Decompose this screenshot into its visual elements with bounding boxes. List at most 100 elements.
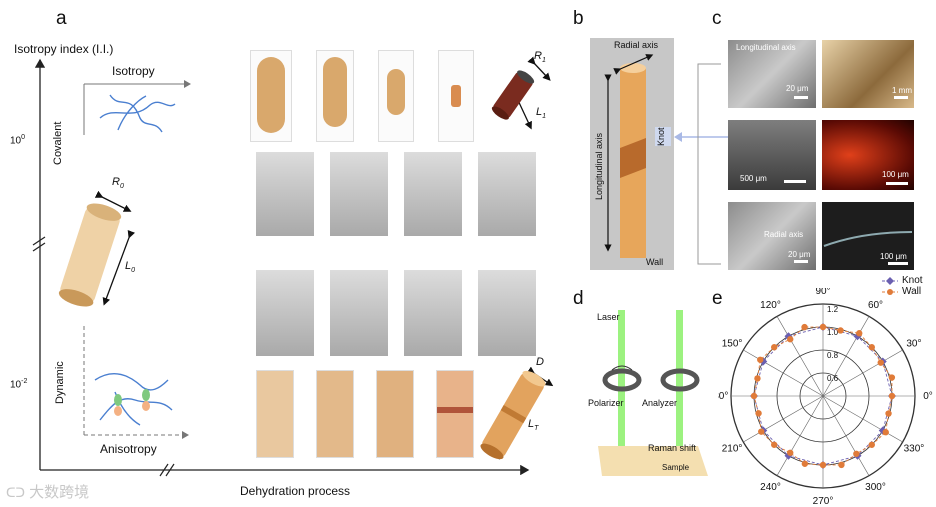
wall-data-point [755, 410, 762, 417]
grid-spoke [822, 349, 903, 397]
angle-tick-label: 180° [718, 391, 728, 402]
l0-label: L0 [125, 260, 136, 275]
hydrogel-stage2 [316, 50, 354, 142]
wall-data-point [885, 410, 892, 417]
legend-item-knot: Knot [882, 275, 923, 286]
angle-tick-label: 120° [760, 300, 781, 311]
c-radial-label: Radial axis [764, 230, 804, 239]
dynamic-label: Dynamic [54, 361, 66, 404]
b-radial-label: Radial axis [614, 40, 659, 50]
x-axis-label: Dehydration process [240, 484, 351, 498]
wall-data-point [819, 461, 827, 469]
polarized-wall: 100 μm [822, 202, 914, 270]
isotropy-label: Isotropy [112, 64, 155, 78]
wall-data-point [771, 344, 778, 351]
photo-a3 [404, 152, 462, 236]
wall-data-point [882, 429, 889, 436]
wall-data-point [868, 441, 875, 448]
angle-tick-label: 0° [923, 391, 933, 402]
panel-e-label: e [712, 288, 723, 309]
knot-data-point [784, 332, 793, 341]
angle-tick-label: 330° [904, 444, 925, 455]
sem-longitudinal: 20 μm [728, 40, 816, 108]
covalent-label: Covalent [52, 121, 64, 165]
wall-data-point [877, 359, 884, 366]
photo-a2 [330, 152, 388, 236]
photo-a8 [478, 270, 536, 356]
sem-knot: 500 μm [728, 120, 816, 190]
grid-spoke [743, 349, 824, 397]
watermark: ᑕᑐ 大数跨境 [6, 484, 90, 501]
photo-a4 [478, 152, 536, 236]
c-bracket [697, 63, 721, 265]
panel-b-label: b [573, 8, 584, 29]
grid-spoke [776, 316, 824, 397]
wall-data-point [750, 392, 758, 400]
d-sample-label: Sample [662, 463, 690, 472]
wall-data-point [754, 375, 761, 382]
b-longitudinal-label: Longitudinal axis [594, 132, 604, 200]
wall-data-point [801, 323, 808, 331]
wall-data-point [787, 336, 794, 343]
angle-tick-label: 60° [868, 300, 883, 311]
c-longitudinal-label: Longitudinal axis [736, 43, 796, 52]
photo-flakes: 1 mm [822, 40, 914, 108]
y-axis-label: Isotropy index (I.I.) [14, 42, 114, 56]
knot-arrow [674, 132, 728, 142]
angle-tick-label: 30° [906, 339, 921, 350]
legend-item-wall: Wall [882, 286, 923, 297]
wall-data-point [856, 330, 863, 337]
photo-a7 [404, 270, 462, 356]
wall-data-point [853, 450, 860, 457]
angle-tick-label: 270° [813, 496, 834, 507]
hydrogel-stage4 [438, 50, 474, 142]
lt-label: LT [528, 418, 539, 433]
wall-data-point [888, 374, 896, 381]
grid-spoke [822, 395, 903, 443]
tick-high: 100 [10, 134, 26, 147]
wall-data-point [888, 392, 896, 400]
wall-data-point [819, 323, 827, 331]
angle-tick-label: 240° [760, 482, 781, 493]
hydrogel-stage3 [378, 50, 414, 142]
panel-a-axes [32, 56, 554, 477]
polarized-knot: 100 μm [822, 120, 914, 190]
d-analyzer-label: Analyzer [642, 398, 678, 408]
angle-tick-label: 210° [722, 444, 743, 455]
b-wall-label: Wall [646, 257, 664, 267]
wall-data-point [771, 441, 778, 448]
panel-d-label: d [573, 288, 584, 309]
sem-radial: 20 μm [728, 202, 816, 270]
angle-tick-label: 90° [815, 288, 830, 297]
knot-tube-render [590, 38, 674, 270]
hydrogel-stage1 [250, 50, 292, 142]
r0-label: R0 [112, 176, 124, 191]
wall-data-point [838, 461, 845, 469]
tube-stage4 [436, 370, 474, 458]
watermark-logo-icon: ᑕᑐ [6, 485, 25, 500]
tube-stage1 [256, 370, 294, 458]
raman-setup-diagram [598, 310, 708, 476]
wall-data-point [757, 356, 764, 363]
d-label: D [536, 356, 544, 368]
grid-spoke [822, 316, 870, 397]
d-raman-label: Raman shift [648, 443, 697, 453]
panel-a-label: a [56, 8, 67, 29]
r1-label: R1 [534, 50, 546, 65]
panel-c-label: c [712, 8, 722, 29]
anisotropy-label: Anisotropy [100, 442, 157, 456]
tube-stage2 [316, 370, 354, 458]
wall-data-point [758, 428, 765, 435]
angle-tick-label: 150° [722, 339, 743, 350]
wall-data-point [868, 344, 875, 351]
grid-spoke [822, 395, 870, 476]
l1-label: L1 [536, 106, 547, 121]
tick-low: 10-2 [10, 378, 28, 391]
radial-tick-label: 0.6 [827, 374, 839, 383]
d-polarizer-label: Polarizer [588, 398, 624, 408]
photo-a5 [256, 270, 314, 356]
knot-data-point [784, 451, 793, 460]
radial-tick-label: 1.0 [827, 328, 839, 337]
grid-spoke [743, 395, 824, 443]
tube-stage3 [376, 370, 414, 458]
